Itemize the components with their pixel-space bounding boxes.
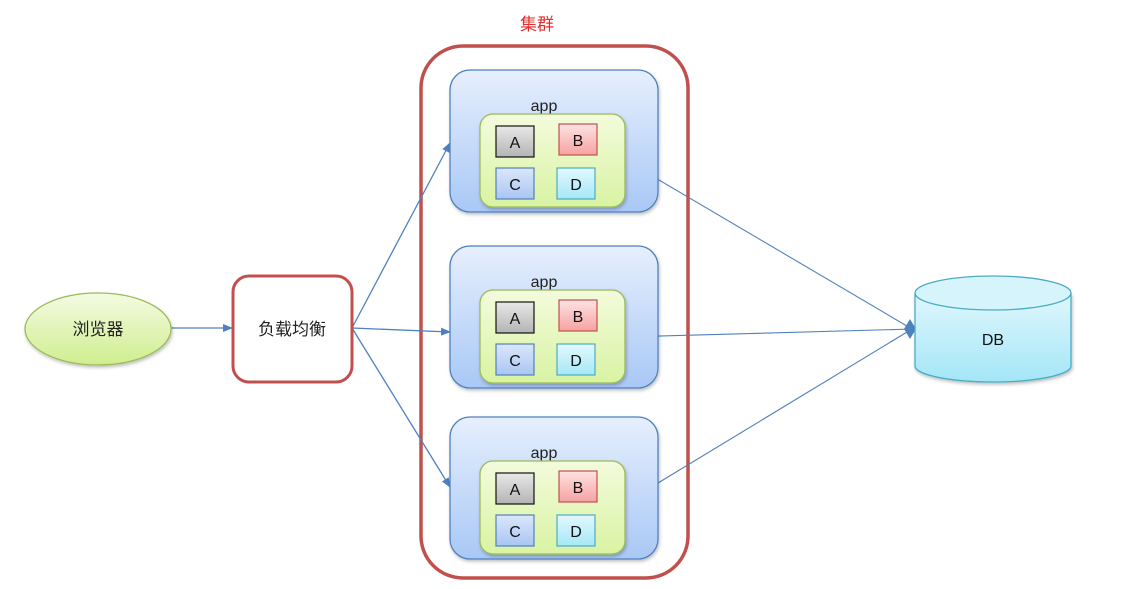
load-balancer-label: 负载均衡	[258, 320, 326, 340]
app-label: app	[531, 274, 558, 291]
load-balancer-node[interactable]: 负载均衡	[231, 274, 354, 384]
module-label: D	[570, 524, 582, 541]
module-label: C	[509, 524, 521, 541]
module-box	[495, 301, 535, 334]
cluster-container[interactable]	[419, 44, 690, 580]
module-box	[495, 167, 535, 200]
edge-lb-to-app-1	[351, 142, 451, 329]
module-label: B	[573, 309, 584, 326]
module-a[interactable]: A	[495, 125, 535, 158]
module-box	[558, 123, 598, 156]
module-label: B	[573, 480, 584, 497]
module-box	[495, 125, 535, 158]
edge-app-1-to-db	[624, 159, 913, 330]
module-box	[495, 343, 535, 376]
module-b[interactable]: B	[558, 299, 598, 332]
cluster-label: 集群	[520, 15, 554, 35]
app-label: app	[531, 445, 558, 462]
edge-app-2-to-db	[624, 328, 913, 338]
module-b[interactable]: B	[558, 470, 598, 503]
module-box	[556, 167, 596, 200]
module-box	[558, 299, 598, 332]
module-box	[495, 472, 535, 505]
app-label: app	[531, 98, 558, 115]
module-d[interactable]: D	[556, 514, 596, 547]
edge-app-3-to-db	[624, 328, 913, 504]
module-label: B	[573, 133, 584, 150]
module-label: C	[509, 177, 521, 194]
browser-node[interactable]: 浏览器	[24, 292, 172, 366]
edge-lb-to-app-2	[351, 327, 451, 336]
module-b[interactable]: B	[558, 123, 598, 156]
module-a[interactable]: A	[495, 301, 535, 334]
module-box	[556, 343, 596, 376]
module-d[interactable]: D	[556, 167, 596, 200]
db-connector-diamond-icon	[904, 319, 916, 339]
db-node[interactable]: DB	[914, 275, 1072, 383]
browser-label: 浏览器	[73, 320, 124, 340]
module-label: D	[570, 353, 582, 370]
module-box	[558, 470, 598, 503]
module-a[interactable]: A	[495, 472, 535, 505]
module-c[interactable]: C	[495, 343, 535, 376]
db-label: DB	[982, 332, 1004, 349]
module-label: A	[510, 135, 521, 152]
connectors	[171, 142, 916, 504]
module-label: A	[510, 482, 521, 499]
module-label: D	[570, 177, 582, 194]
module-label: C	[509, 353, 521, 370]
module-box	[495, 514, 535, 547]
module-c[interactable]: C	[495, 167, 535, 200]
module-label: A	[510, 311, 521, 328]
module-d[interactable]: D	[556, 343, 596, 376]
edge-lb-to-app-3	[351, 327, 451, 488]
module-box	[556, 514, 596, 547]
module-c[interactable]: C	[495, 514, 535, 547]
